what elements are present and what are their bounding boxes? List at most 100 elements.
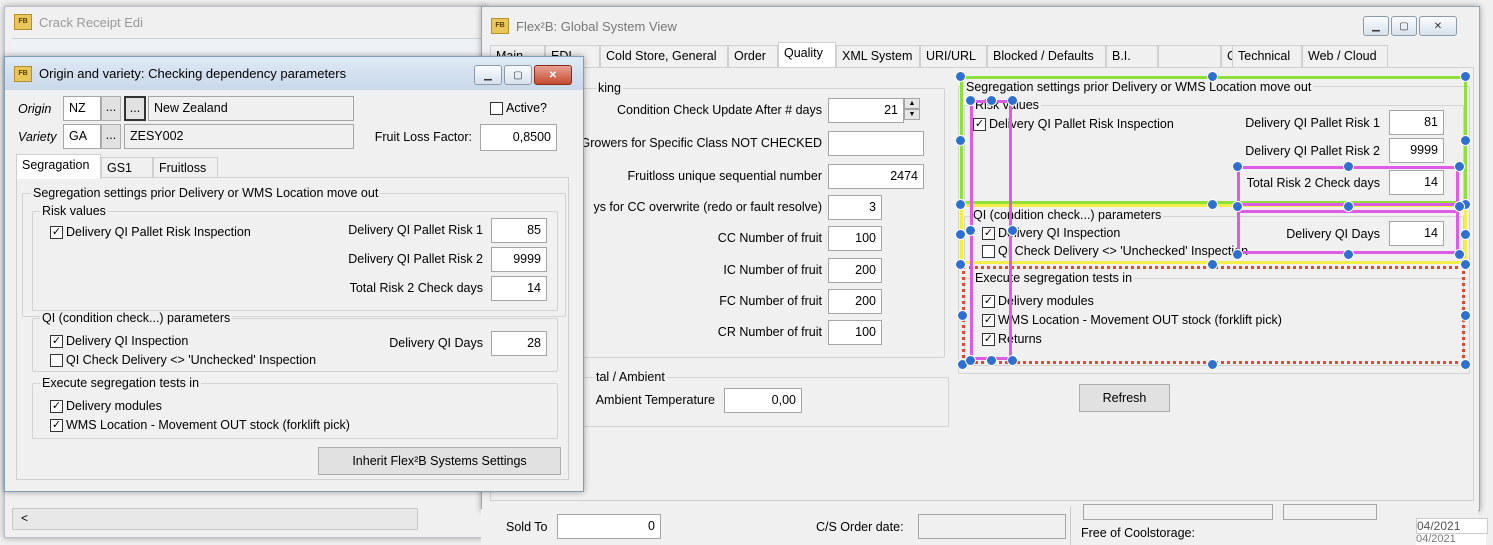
global-exec-checkbox-3[interactable]: ✓Returns <box>982 332 1042 346</box>
global-total-input[interactable]: 14 <box>1389 170 1444 195</box>
global-risk1-input[interactable]: 81 <box>1389 110 1444 135</box>
origin-risk2-input[interactable]: 9999 <box>491 247 547 272</box>
refresh-button[interactable]: Refresh <box>1079 384 1170 412</box>
spin-up-icon[interactable]: ▲ <box>904 98 920 109</box>
tab-global-8[interactable]: B.I. <box>1106 45 1158 67</box>
tab-global-5[interactable]: XML System <box>836 45 920 67</box>
resize-handle-icon[interactable] <box>1007 225 1018 236</box>
origin-qi-days-input[interactable]: 28 <box>491 331 547 356</box>
checking-field-input-3[interactable]: 3 <box>828 195 882 220</box>
tab-global-4[interactable]: Quality <box>778 42 836 67</box>
global-qi-checkbox-1[interactable]: ✓Delivery QI Inspection <box>982 226 1121 240</box>
origin-risk-checkbox[interactable]: ✓Delivery QI Pallet Risk Inspection <box>50 225 251 239</box>
resize-handle-icon[interactable] <box>1207 259 1218 270</box>
resize-handle-icon[interactable] <box>1454 201 1465 212</box>
resize-handle-icon[interactable] <box>1232 249 1243 260</box>
global-qi-checkbox-2[interactable]: QI Check Delivery <> 'Unchecked' Inspect… <box>982 244 1248 258</box>
minimize-icon[interactable]: ▁ <box>1363 16 1389 36</box>
cs-order-date-input[interactable] <box>918 514 1066 539</box>
resize-handle-icon[interactable] <box>986 95 997 106</box>
variety-lookup-button[interactable]: ... <box>101 124 121 149</box>
origin-code-input[interactable]: NZ <box>63 96 101 121</box>
maximize-icon[interactable]: ▢ <box>504 65 532 85</box>
origin-qi-checkbox-1[interactable]: ✓Delivery QI Inspection <box>50 334 189 348</box>
origin-risk1-input[interactable]: 85 <box>491 218 547 243</box>
resize-handle-icon[interactable] <box>1207 71 1218 82</box>
resize-handle-icon[interactable] <box>1343 249 1354 260</box>
tab-global-6[interactable]: URI/URL <box>920 45 987 67</box>
origin-total-input[interactable]: 14 <box>491 276 547 301</box>
ambient-input[interactable]: 0,00 <box>724 388 802 413</box>
origin-window-titlebar[interactable]: FB Origin and variety: Checking dependen… <box>5 57 583 90</box>
resize-handle-icon[interactable] <box>1343 201 1354 212</box>
tab-global-3[interactable]: Order <box>728 45 778 67</box>
checking-field-input-5[interactable]: 200 <box>828 258 882 283</box>
fruit-loss-input[interactable]: 0,8500 <box>480 124 557 151</box>
tab-global-9[interactable] <box>1158 45 1221 67</box>
resize-handle-icon[interactable] <box>1460 229 1471 240</box>
global-qi-days-input[interactable]: 14 <box>1389 221 1444 246</box>
resize-handle-icon[interactable] <box>1232 161 1243 172</box>
free-coolstorage-upper-2[interactable] <box>1283 504 1377 520</box>
checking-field-input-6[interactable]: 200 <box>828 289 882 314</box>
origin-exec-checkbox-1[interactable]: ✓Delivery modules <box>50 399 162 413</box>
variety-code-input[interactable]: GA <box>63 124 101 149</box>
resize-handle-icon[interactable] <box>1207 199 1218 210</box>
origin-lookup-button[interactable]: ... <box>101 96 121 121</box>
resize-handle-icon[interactable] <box>1460 259 1471 270</box>
checking-field-input-2[interactable]: 2474 <box>828 164 924 189</box>
resize-handle-icon[interactable] <box>986 355 997 366</box>
global-exec-checkbox-1[interactable]: ✓Delivery modules <box>982 294 1094 308</box>
resize-handle-icon[interactable] <box>955 199 966 210</box>
resize-handle-icon[interactable] <box>955 259 966 270</box>
tab-origin-0[interactable]: Segragation <box>16 154 101 179</box>
tab-origin-2[interactable]: Fruitloss <box>153 157 218 179</box>
checking-field-input-7[interactable]: 100 <box>828 320 882 345</box>
resize-handle-icon[interactable] <box>1460 71 1471 82</box>
origin-lookup-button-2[interactable]: ... <box>124 96 146 121</box>
free-coolstorage-upper[interactable] <box>1083 504 1273 520</box>
resize-handle-icon[interactable] <box>1207 359 1218 370</box>
global-risk-checkbox[interactable]: ✓Delivery QI Pallet Risk Inspection <box>973 117 1174 131</box>
checking-field-input-1[interactable] <box>828 131 924 156</box>
spinner[interactable]: ▲ ▼ <box>904 98 921 120</box>
resize-handle-icon[interactable] <box>1454 249 1465 260</box>
origin-exec-checkbox-2[interactable]: ✓WMS Location - Movement OUT stock (fork… <box>50 418 350 432</box>
resize-handle-icon[interactable] <box>1454 161 1465 172</box>
resize-handle-icon[interactable] <box>965 225 976 236</box>
tab-origin-1[interactable]: GS1 <box>101 157 153 179</box>
background-window-1-titlebar[interactable]: FB Crack Receipt Edi <box>5 7 485 37</box>
resize-handle-icon[interactable] <box>955 135 966 146</box>
resize-handle-icon[interactable] <box>1007 95 1018 106</box>
resize-handle-icon[interactable] <box>1460 359 1471 370</box>
checking-field-input-0[interactable]: 21 <box>828 98 904 123</box>
close-icon[interactable]: ✕ <box>534 65 572 85</box>
resize-handle-icon[interactable] <box>957 310 968 321</box>
inherit-settings-button[interactable]: Inherit Flex²B Systems Settings <box>318 447 561 475</box>
spin-down-icon[interactable]: ▼ <box>904 109 920 120</box>
minimize-icon[interactable]: ▁ <box>474 65 502 85</box>
checking-field-input-4[interactable]: 100 <box>828 226 882 251</box>
resize-handle-icon[interactable] <box>965 95 976 106</box>
tab-global-2[interactable]: Cold Store, General <box>600 45 728 67</box>
resize-handle-icon[interactable] <box>955 229 966 240</box>
global-risk2-input[interactable]: 9999 <box>1389 138 1444 163</box>
resize-handle-icon[interactable] <box>1232 201 1243 212</box>
scroll-left-arrow[interactable]: < <box>21 511 29 525</box>
close-icon[interactable]: ✕ <box>1419 16 1457 36</box>
resize-handle-icon[interactable] <box>1007 355 1018 366</box>
resize-handle-icon[interactable] <box>1460 310 1471 321</box>
resize-handle-icon[interactable] <box>965 355 976 366</box>
global-exec-checkbox-2[interactable]: ✓WMS Location - Movement OUT stock (fork… <box>982 313 1282 327</box>
origin-qi-checkbox-2[interactable]: QI Check Delivery <> 'Unchecked' Inspect… <box>50 353 316 367</box>
sold-to-input[interactable]: 0 <box>557 514 661 539</box>
resize-handle-icon[interactable] <box>1343 161 1354 172</box>
active-checkbox[interactable]: Active? <box>490 101 547 115</box>
resize-handle-icon[interactable] <box>1460 135 1471 146</box>
global-window-titlebar[interactable]: FB Flex²B: Global System View ▁ ▢ ✕ <box>482 7 1479 45</box>
resize-handle-icon[interactable] <box>955 71 966 82</box>
tab-global-12[interactable]: Web / Cloud <box>1302 45 1388 67</box>
background-scrollbar[interactable]: < <box>12 508 418 530</box>
maximize-icon[interactable]: ▢ <box>1391 16 1417 36</box>
tab-global-7[interactable]: Blocked / Defaults <box>987 45 1106 67</box>
